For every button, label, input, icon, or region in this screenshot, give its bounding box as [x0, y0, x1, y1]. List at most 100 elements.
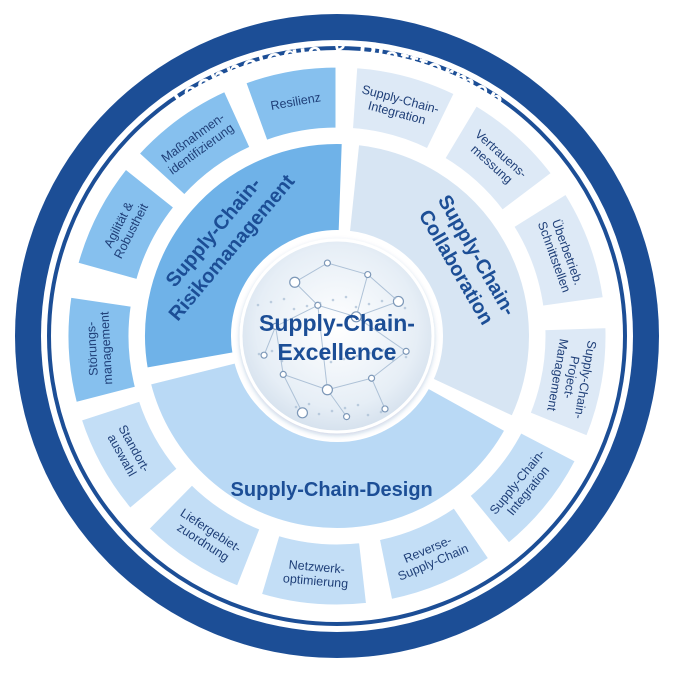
segment-shape [349, 65, 458, 152]
center-title-line2: Excellence [278, 339, 397, 365]
outer-ring-thin-line [47, 46, 627, 626]
network-dot [368, 351, 372, 355]
segment-shape [145, 481, 264, 590]
network-dot [404, 355, 408, 359]
network-node [260, 351, 268, 359]
network-dot [356, 403, 360, 407]
network-link [282, 374, 303, 414]
network-dot [330, 409, 334, 413]
segment-label-line: Netzwerk- [288, 558, 345, 577]
network-node [364, 270, 372, 279]
network-dot [391, 358, 395, 362]
network-link [327, 377, 372, 391]
network-link [275, 326, 284, 375]
network-node [381, 405, 389, 413]
network-dot [380, 299, 384, 303]
network-link [356, 300, 399, 318]
pillar-label-line: Supply-Chain-Design [231, 479, 433, 501]
network-link [371, 350, 407, 379]
segment-shape [526, 325, 609, 440]
pillar-design [146, 358, 510, 532]
network-node [321, 384, 333, 396]
network-dot [256, 303, 260, 307]
pillar-shape [345, 140, 533, 421]
network-dot [317, 412, 321, 416]
center-circle [239, 238, 435, 434]
network-dot [329, 360, 333, 364]
network-dot [270, 349, 274, 353]
network-link [317, 305, 328, 390]
network-dot [367, 302, 371, 306]
pillar-shape [146, 358, 510, 532]
pillar-risk [141, 140, 346, 373]
network-dot [393, 296, 397, 300]
segments-layer: ResilienzMaßnahmen-identifizierungAgilit… [65, 64, 609, 608]
network-link [263, 326, 277, 356]
segment-schnitt: Überbetrieb.Schnittstellen [510, 190, 607, 309]
network-node [323, 259, 331, 267]
network-dot [257, 352, 261, 356]
pillar-shape [141, 140, 346, 373]
network-node [289, 276, 301, 288]
network-node [350, 311, 362, 323]
segment-massnahmen: Maßnahmen-identifizierung [135, 88, 254, 199]
network-dot [269, 300, 273, 304]
segment-sci_collab: Supply-Chain-Integration [349, 65, 458, 152]
network-dot [293, 356, 297, 360]
network-dot [282, 297, 286, 301]
segment-reverse: Reverse-Supply-Chain [376, 504, 493, 603]
network-dot [381, 348, 385, 352]
center-title-line1: Supply-Chain- [259, 310, 415, 336]
network-node [296, 407, 309, 419]
network-link [355, 274, 369, 317]
segment-label-group: Netzwerk-optimierung [282, 558, 348, 591]
segment-label-line: optimierung [282, 571, 348, 591]
network-dot [319, 350, 323, 354]
network-graphic [256, 259, 410, 421]
pillar-label-design: Supply-Chain-Design [231, 479, 433, 501]
network-dot [318, 301, 322, 305]
network-dot [343, 406, 347, 410]
segment-label-line: management [97, 311, 115, 385]
segment-shape [242, 64, 339, 144]
segment-shape [135, 88, 254, 199]
segment-resilienz: Resilienz [242, 64, 339, 144]
network-dot [307, 402, 311, 406]
network-link [327, 262, 368, 276]
network-dot [331, 298, 335, 302]
network-dot [344, 295, 348, 299]
pillar-collab [345, 140, 533, 421]
segment-project: Supply-Chain-Project-Management [526, 325, 609, 440]
network-dot [403, 306, 407, 310]
network-node [392, 295, 405, 308]
network-dot [342, 357, 346, 361]
segment-shape [441, 102, 555, 214]
network-node [279, 370, 287, 378]
network-link [371, 378, 386, 410]
segment-shape [78, 398, 181, 512]
network-dot [366, 413, 370, 417]
network-link [275, 304, 319, 327]
network-link [355, 316, 407, 352]
segment-shape [376, 504, 493, 603]
network-node [402, 347, 410, 355]
segment-liefergebiet: Liefergebiet-zuordnung [145, 481, 264, 590]
segment-netzwerk: Netzwerk-optimierung [258, 532, 370, 608]
segment-shape [510, 190, 607, 309]
segment-shape [65, 294, 139, 406]
segment-agilitaet: Agilität &Robustheit [74, 165, 178, 283]
segment-standort: Standort-auswahl [78, 398, 181, 512]
network-dot [294, 405, 298, 409]
network-node [367, 374, 376, 382]
network-node [271, 322, 280, 330]
network-dot [379, 410, 383, 414]
network-dot [355, 354, 359, 358]
network-dot [305, 304, 309, 308]
segment-label-group: Störungs-management [84, 311, 115, 385]
segment-shape [74, 165, 178, 283]
network-node [343, 413, 351, 421]
segment-shape [258, 532, 370, 608]
network-dot [292, 307, 296, 311]
